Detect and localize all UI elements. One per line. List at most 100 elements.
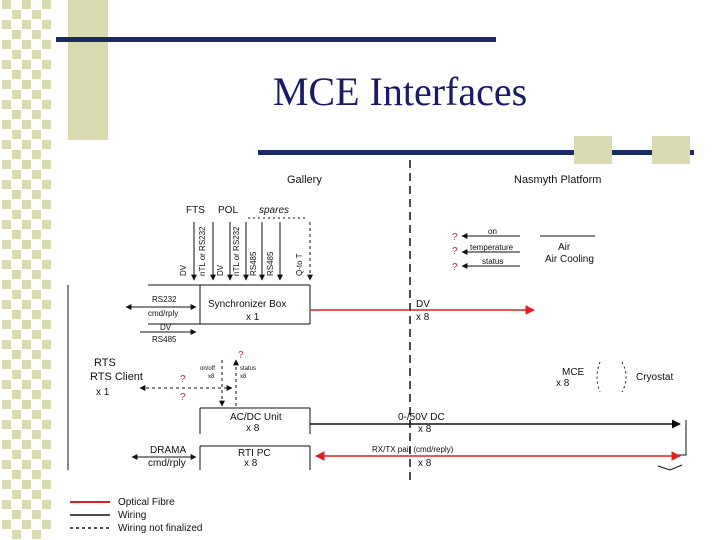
vlabel-4: RS485 <box>249 251 258 276</box>
checker-tile <box>22 220 31 229</box>
checker-tile <box>22 20 31 29</box>
checker-tile <box>42 440 51 449</box>
checker-tile <box>22 340 31 349</box>
checker-tile <box>2 380 11 389</box>
checker-tile <box>42 500 51 509</box>
rts-qmark-2: ? <box>180 392 186 403</box>
checker-tile <box>22 440 31 449</box>
checker-tile <box>42 400 51 409</box>
checker-tile <box>32 390 41 399</box>
title-decoration <box>56 0 694 164</box>
checker-tile <box>32 530 41 539</box>
checker-tile <box>22 140 31 149</box>
checker-tile <box>22 280 31 289</box>
temperature-label: temperature <box>470 243 514 252</box>
checker-tile <box>12 230 21 239</box>
checker-tile <box>2 280 11 289</box>
checker-tile <box>32 90 41 99</box>
checker-tile <box>42 0 51 9</box>
checker-tile <box>32 270 41 279</box>
sync-rs485: RS485 <box>152 335 177 344</box>
checker-tile <box>12 170 21 179</box>
pol-label: POL <box>218 205 238 216</box>
checker-tile <box>12 250 21 259</box>
checker-tile <box>22 260 31 269</box>
checker-tile <box>12 310 21 319</box>
checker-tile <box>22 380 31 389</box>
checker-tile <box>2 500 11 509</box>
checker-tile <box>32 70 41 79</box>
sync-cmd-reply: cmd/rply <box>148 309 178 318</box>
checker-tile <box>12 450 21 459</box>
checker-tile <box>12 30 21 39</box>
onoff-label: on/off <box>200 366 215 372</box>
checker-tile <box>42 480 51 489</box>
checker-tile <box>2 180 11 189</box>
legend: Optical Fibre Wiring Wiring not finalize… <box>70 497 202 534</box>
checker-tile <box>22 40 31 49</box>
checker-tile <box>12 50 21 59</box>
checker-tile <box>22 400 31 409</box>
region-nasmyth: Nasmyth Platform <box>514 174 601 186</box>
onoff-count: x8 <box>208 374 215 380</box>
checker-tile <box>2 120 11 129</box>
mce-return-end <box>657 464 683 471</box>
checker-tile <box>12 70 21 79</box>
checker-tile <box>32 170 41 179</box>
checker-tile <box>22 160 31 169</box>
spares-label: spares <box>259 205 289 216</box>
checker-tile <box>22 460 31 469</box>
rts-status-label: status <box>240 366 256 372</box>
checker-tile <box>22 200 31 209</box>
checker-tile <box>42 300 51 309</box>
checker-tile <box>12 370 21 379</box>
checker-tile <box>12 290 21 299</box>
rts-count: x 1 <box>96 387 110 398</box>
checker-tile <box>12 90 21 99</box>
vlabel-0: DV <box>179 264 188 276</box>
vlabel-2: DV <box>216 264 225 276</box>
checker-tile <box>22 100 31 109</box>
mce-bracket-left <box>596 361 601 393</box>
checker-tile <box>2 520 11 529</box>
checker-tile <box>32 330 41 339</box>
top-input-arrows <box>191 222 313 281</box>
checker-tile <box>32 470 41 479</box>
legend-label-dashed: Wiring not finalized <box>118 523 202 534</box>
checker-tile <box>2 0 11 9</box>
sync-title: Synchronizer Box <box>208 299 286 310</box>
checker-tile <box>2 320 11 329</box>
rts-status-count: x8 <box>240 374 247 380</box>
on-label: on <box>488 227 497 236</box>
temp-qmark-1: ? <box>452 232 458 243</box>
checker-tile <box>32 410 41 419</box>
sync-dv: DV <box>160 323 172 332</box>
checker-tile <box>2 20 11 29</box>
checker-tile <box>42 520 51 529</box>
checker-tile <box>2 100 11 109</box>
checker-tile <box>2 440 11 449</box>
fibre-label: RX/TX pair (cmd/reply) <box>372 445 454 454</box>
checker-tile <box>12 10 21 19</box>
checker-tile <box>2 160 11 169</box>
checker-tile <box>42 380 51 389</box>
checker-tile <box>32 310 41 319</box>
dc-label: 0-/50V DC <box>398 412 445 423</box>
vlabel-1: nTL or RS232 <box>198 226 207 276</box>
checker-tile <box>42 40 51 49</box>
checker-tile <box>42 420 51 429</box>
checker-tile <box>12 530 21 539</box>
checker-tile <box>12 110 21 119</box>
rts-label-1: RTS <box>94 357 116 369</box>
checker-tile <box>12 210 21 219</box>
checker-tile <box>42 260 51 269</box>
checker-tile <box>22 520 31 529</box>
checker-tile <box>42 20 51 29</box>
checker-tile <box>32 30 41 39</box>
checker-tile <box>42 160 51 169</box>
temp-qmark-2: ? <box>452 246 458 257</box>
checker-tile <box>2 300 11 309</box>
checker-tile <box>2 240 11 249</box>
checker-tile <box>12 330 21 339</box>
